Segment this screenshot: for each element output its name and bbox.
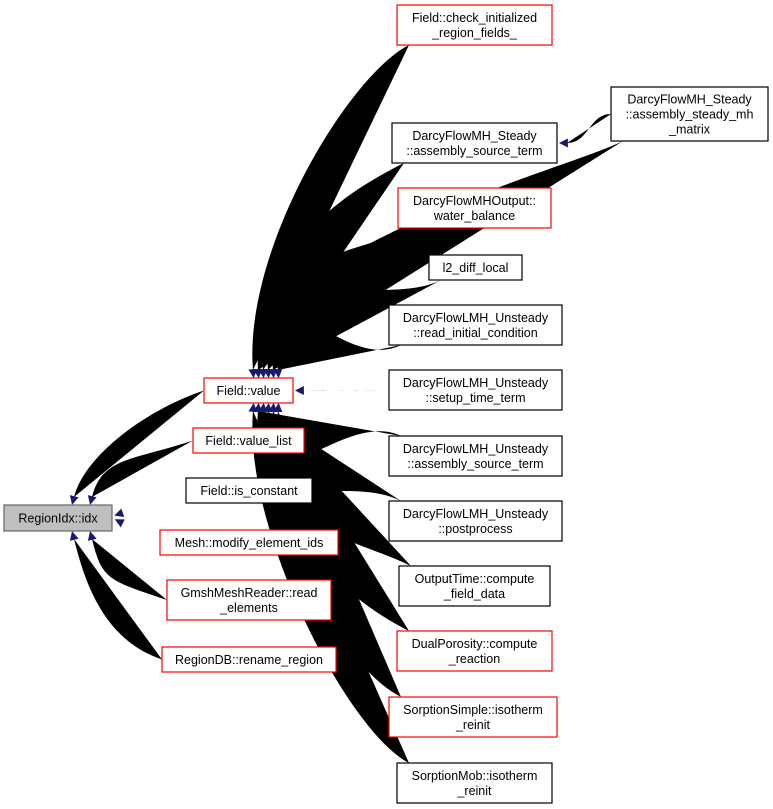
node-label: _field_data xyxy=(443,587,505,601)
node-dualpor[interactable]: DualPorosity::compute_reaction xyxy=(396,630,553,672)
edge-readinit-to-fvalue xyxy=(273,317,401,379)
node-root[interactable]: RegionIdx::idx xyxy=(3,504,113,532)
node-regiondb[interactable]: RegionDB::rename_region xyxy=(161,646,337,673)
node-label: DarcyFlowLMH_Unsteady xyxy=(403,442,549,456)
node-box xyxy=(192,427,305,454)
node-outtime[interactable]: OutputTime::compute_field_data xyxy=(398,565,551,607)
node-label: GmshMeshReader::read xyxy=(181,586,318,600)
node-box xyxy=(388,369,563,411)
node-waterbal[interactable]: DarcyFlowMHOutput::water_balance xyxy=(397,187,552,229)
node-box xyxy=(428,254,523,281)
node-fvalue[interactable]: Field::value xyxy=(203,377,294,404)
node-label: ::setup_time_term xyxy=(425,391,525,405)
node-label: DarcyFlowLMH_Unsteady xyxy=(403,311,549,325)
node-box xyxy=(391,122,558,164)
node-label: water_balance xyxy=(433,209,515,223)
node-fisconst[interactable]: Field::is_constant xyxy=(185,477,313,504)
node-label: RegionDB::rename_region xyxy=(175,653,323,667)
node-label: _matrix xyxy=(668,123,711,137)
edge-meshmod-to-root xyxy=(114,519,160,543)
node-box xyxy=(166,579,332,621)
node-label: SorptionSimple::isotherm xyxy=(403,703,543,717)
node-box xyxy=(388,304,563,346)
node-steadysrc[interactable]: DarcyFlowMH_Steady::assembly_source_term xyxy=(391,122,558,164)
node-label: DarcyFlowMHOutput:: xyxy=(413,194,536,208)
edge-fvalue-to-root xyxy=(69,390,204,505)
node-box xyxy=(203,377,294,404)
node-box xyxy=(396,630,553,672)
node-label: DarcyFlowMH_Steady xyxy=(627,93,752,107)
node-box xyxy=(161,646,337,673)
node-box xyxy=(185,477,313,504)
edge-regiondb-to-root xyxy=(69,531,162,660)
node-meshmod[interactable]: Mesh::modify_element_ids xyxy=(159,529,339,556)
node-box xyxy=(388,500,563,542)
edge-gmsh-to-root xyxy=(87,531,167,600)
node-box xyxy=(3,504,113,532)
node-label: ::postprocess xyxy=(438,522,512,536)
node-label: OutputTime::compute xyxy=(415,572,535,586)
node-l2diff[interactable]: l2_diff_local xyxy=(428,254,523,281)
node-label: Mesh::modify_element_ids xyxy=(175,536,324,550)
node-postproc[interactable]: DarcyFlowLMH_Unsteady::postprocess xyxy=(388,500,563,542)
node-readinit[interactable]: DarcyFlowLMH_Unsteady::read_initial_cond… xyxy=(388,304,563,346)
edge-steadymh-to-steadysrc xyxy=(558,114,611,148)
node-box xyxy=(388,696,558,738)
node-label: ::assembly_source_term xyxy=(407,457,543,471)
node-label: _region_fields_ xyxy=(431,26,518,40)
node-gmsh[interactable]: GmshMeshReader::read_elements xyxy=(166,579,332,621)
edge-fvaluelist-to-root xyxy=(87,440,193,505)
node-label: DarcyFlowLMH_Unsteady xyxy=(403,507,549,521)
node-box xyxy=(396,4,553,46)
node-label: DualPorosity::compute xyxy=(412,637,538,651)
node-label: RegionIdx::idx xyxy=(18,512,98,526)
node-label: _elements xyxy=(219,601,278,615)
node-label: Field::check_initialized xyxy=(412,11,537,25)
node-setuptime[interactable]: DarcyFlowLMH_Unsteady::setup_time_term xyxy=(388,369,563,411)
node-label: _reinit xyxy=(455,718,491,732)
node-box xyxy=(159,529,339,556)
node-steadymh[interactable]: DarcyFlowMH_Steady::assembly_steady_mh_m… xyxy=(610,86,769,142)
node-label: _reinit xyxy=(456,784,492,798)
node-label: ::assembly_source_term xyxy=(406,144,542,158)
node-label: ::read_initial_condition xyxy=(413,326,537,340)
node-label: _reaction xyxy=(448,652,500,666)
node-label: Field::is_constant xyxy=(200,484,298,498)
node-label: DarcyFlowMH_Steady xyxy=(412,129,537,143)
node-box xyxy=(388,435,563,477)
edge-setuptime-to-fvalue xyxy=(294,385,389,395)
node-box xyxy=(397,187,552,229)
node-sorpsimple[interactable]: SorptionSimple::isotherm_reinit xyxy=(388,696,558,738)
edge-dualpor-to-fvalue xyxy=(268,402,409,631)
node-label: l2_diff_local xyxy=(443,261,509,275)
node-checkinit[interactable]: Field::check_initialized_region_fields_ xyxy=(396,4,553,46)
node-label: DarcyFlowLMH_Unsteady xyxy=(403,376,549,390)
node-fvaluelist[interactable]: Field::value_list xyxy=(192,427,305,454)
node-label: Field::value_list xyxy=(205,434,292,448)
node-unsteadysrc[interactable]: DarcyFlowLMH_Unsteady::assembly_source_t… xyxy=(388,435,563,477)
node-label: SorptionMob::isotherm xyxy=(412,769,538,783)
node-sorpmob[interactable]: SorptionMob::isotherm_reinit xyxy=(396,762,553,804)
node-box xyxy=(610,86,769,142)
edge-fisconst-to-root xyxy=(114,490,186,517)
node-label: ::assembly_steady_mh xyxy=(626,108,754,122)
node-box xyxy=(396,762,553,804)
node-box xyxy=(398,565,551,607)
node-label: Field::value xyxy=(217,384,281,398)
